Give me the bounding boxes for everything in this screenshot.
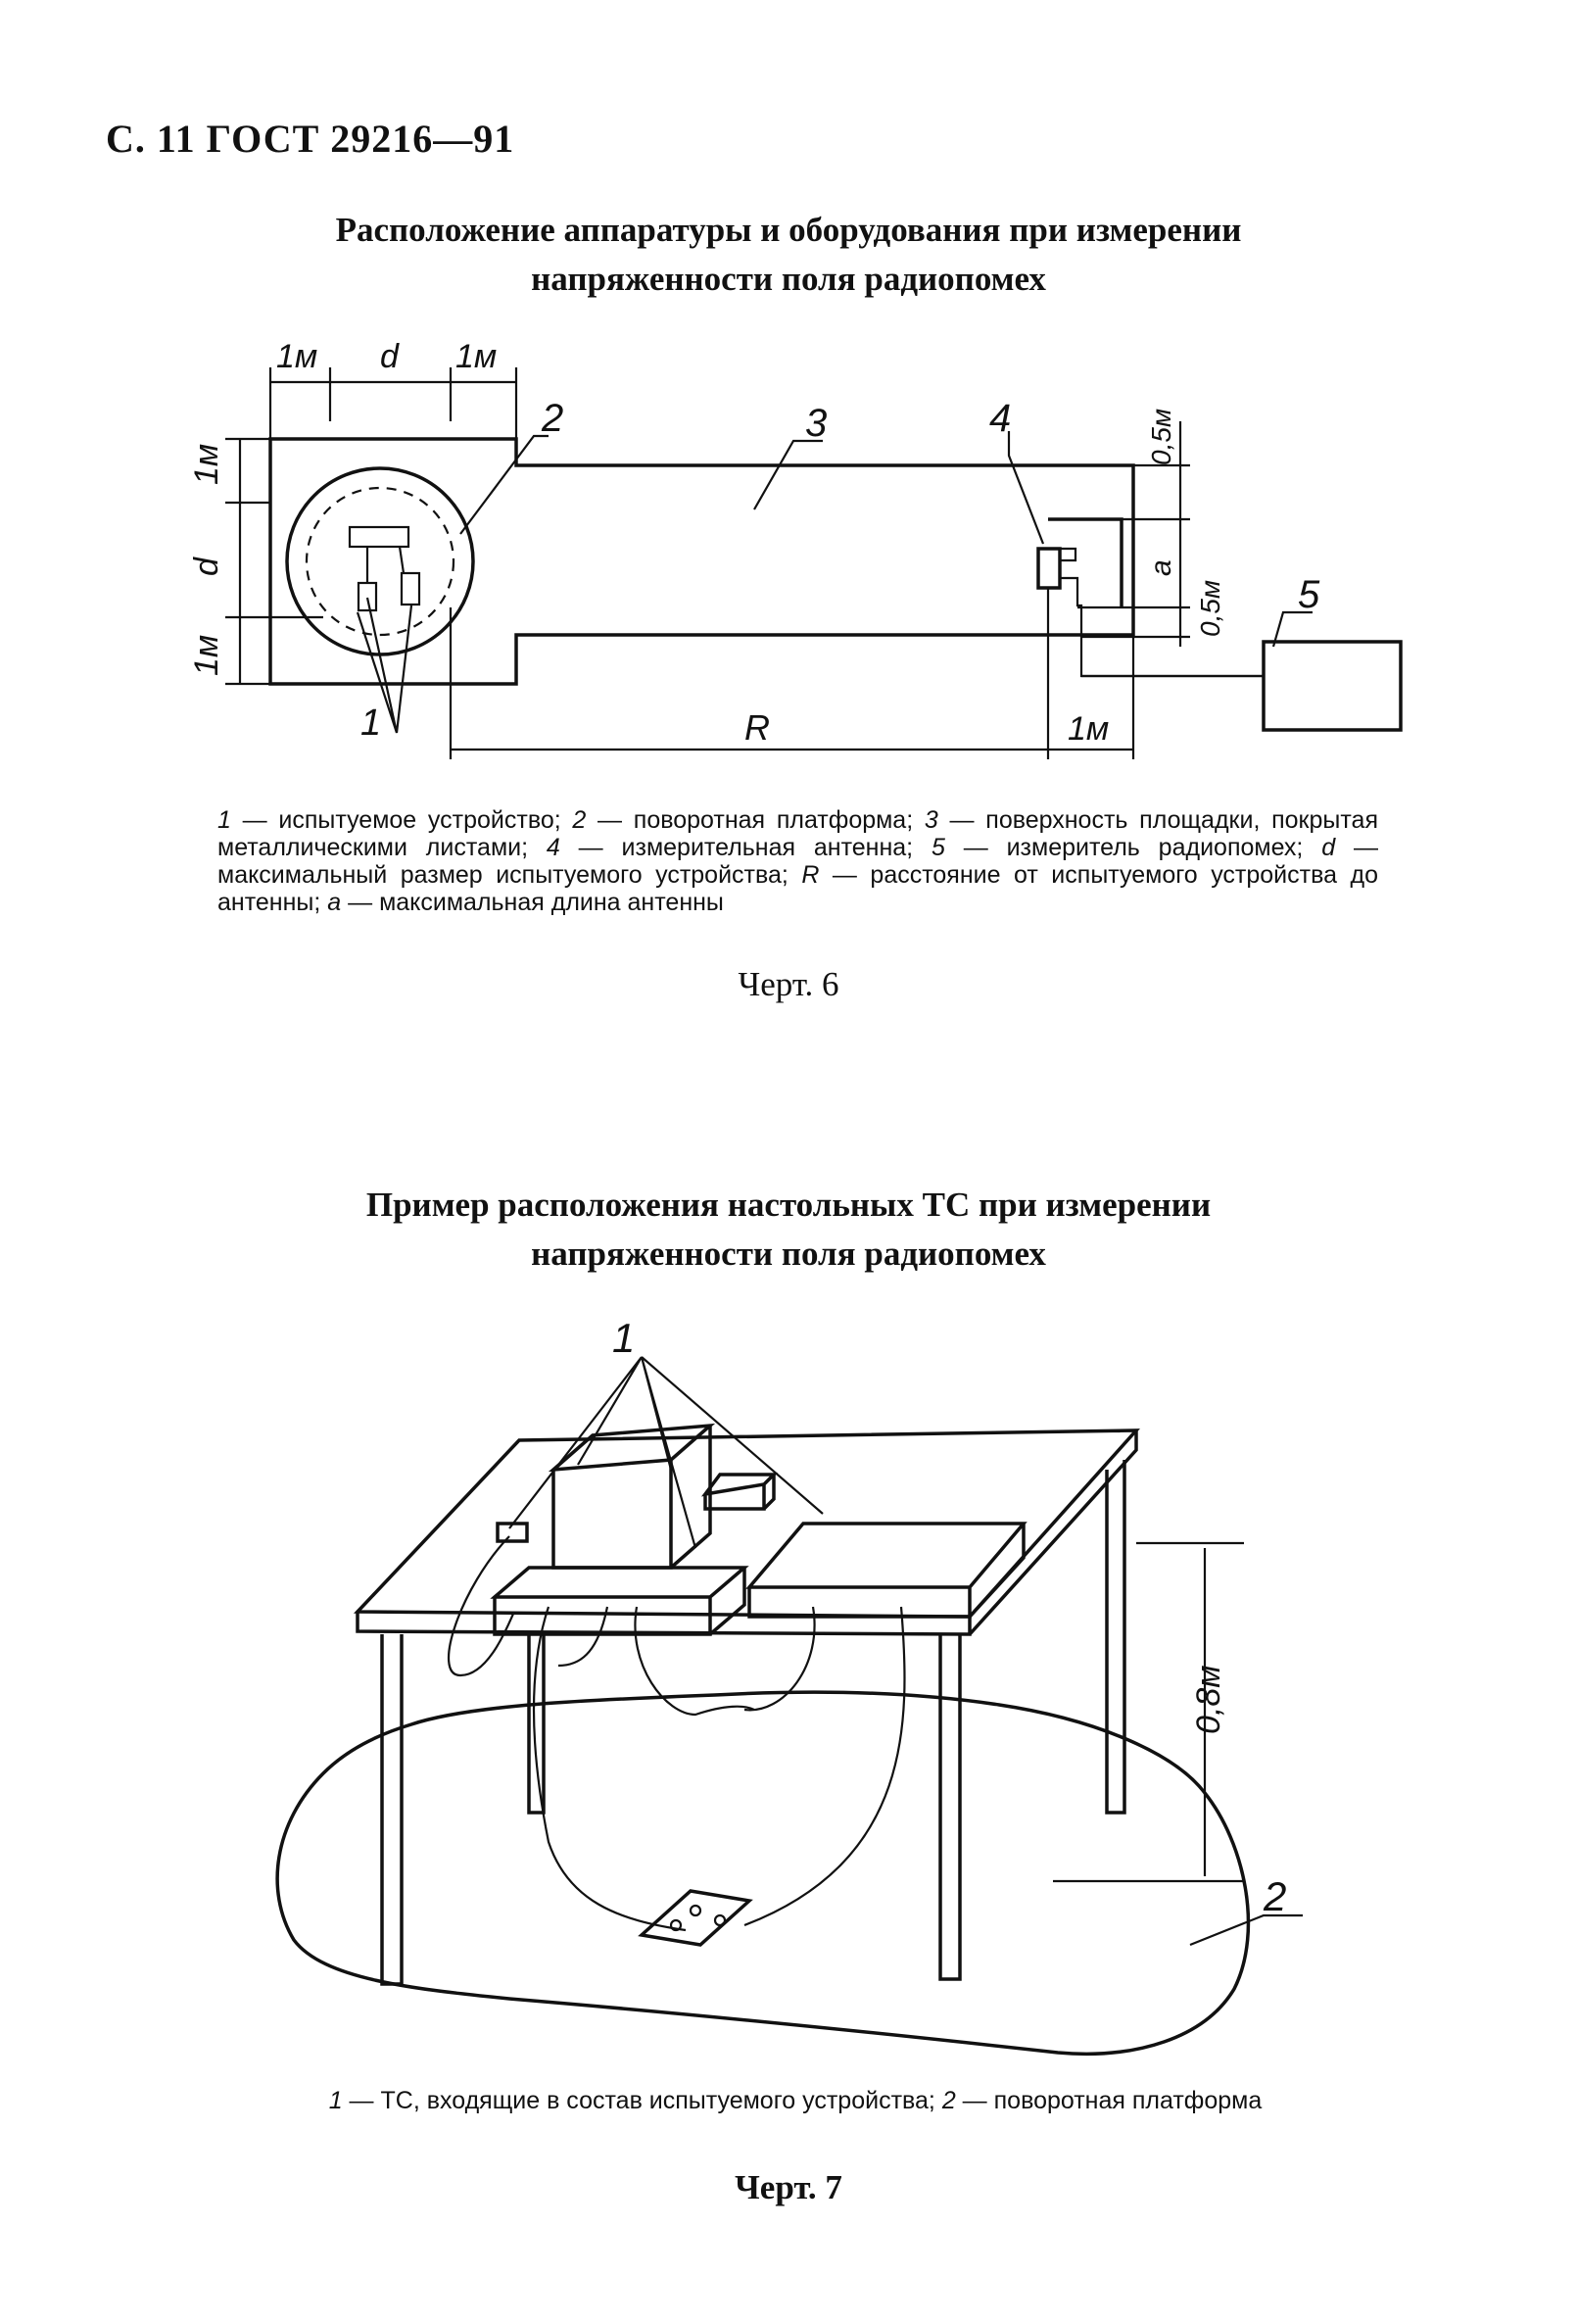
flat-unit: [745, 1522, 1027, 1619]
caption6-t5: — измеритель радиопомех;: [944, 834, 1322, 861]
cable-6: [743, 1606, 906, 1927]
figure6-title-line2: напряженности поля радиопомех: [531, 260, 1046, 298]
caption7-n1: 1: [328, 2087, 343, 2114]
callout-5: 5: [1298, 573, 1320, 616]
table-leg-front-left: [380, 1634, 404, 1986]
receiver-box: [1262, 640, 1403, 732]
dim-right-a: a: [1145, 559, 1177, 576]
dim-left-mid: d: [188, 557, 225, 576]
dim-top-right: 1м: [455, 338, 497, 375]
caption6-n1: 1: [217, 806, 231, 834]
cable-4: [634, 1606, 755, 1717]
caption6-t3: — поверхность площадки, покрытая металли…: [217, 806, 1378, 861]
dim-right-bottom: 0,5м: [1195, 580, 1225, 637]
dim-bottom-right: 1м: [1068, 710, 1109, 748]
caption6-tR: — расстояние от испытуемого устройства д…: [217, 861, 1378, 916]
caption7-t2: — поворотная платформа: [955, 2087, 1263, 2114]
caption6-ta: — максимальная длина антенны: [341, 889, 724, 916]
page-header: С. 11 ГОСТ 29216—91: [106, 117, 515, 161]
caption6-n5: 5: [931, 834, 945, 861]
dim-top-mid: d: [380, 338, 400, 375]
table-leg-back-right: [1105, 1460, 1126, 1815]
dim-left-top: 1м: [188, 444, 225, 485]
cable-3: [557, 1606, 609, 1668]
small-device: [700, 1473, 779, 1511]
height-label: 0,8м: [1190, 1665, 1227, 1734]
dim-bottom-R: R: [744, 707, 770, 748]
caption7-t1: — ТС, входящие в состав испытуемого устр…: [342, 2087, 942, 2114]
eut-unit-right: [400, 571, 421, 606]
table-leg-back-left: [527, 1634, 546, 1815]
callout-2: 2: [541, 397, 563, 440]
caption6-td: — максимальный размер испытуемого устрой…: [217, 834, 1378, 889]
caption7-n2: 2: [941, 2087, 956, 2114]
eut-unit-top: [348, 525, 410, 549]
figure6-label: Черт. 6: [738, 965, 839, 1003]
table-leg-front-right: [938, 1634, 962, 1981]
turntable-inner-circle: [305, 486, 455, 637]
figure7-label: Черт. 7: [735, 2168, 842, 2206]
caption6-t1: — испытуемое устройство;: [230, 806, 573, 834]
callout-3: 3: [805, 402, 827, 445]
cable-2: [532, 1606, 687, 1932]
cable-5: [743, 1606, 816, 1712]
caption6-na: a: [327, 889, 342, 916]
callout-4: 4: [989, 397, 1011, 440]
figure7-caption: 1 — ТС, входящие в состав испытуемого ус…: [257, 2087, 1334, 2114]
caption6-t2: — поворотная платформа;: [586, 806, 925, 834]
caption6-n4: 4: [546, 834, 560, 861]
dim-top-left: 1м: [276, 338, 317, 375]
caption6-t4: — измерительная антенна;: [559, 834, 932, 861]
dim-right-top: 0,5м: [1146, 409, 1176, 465]
figure7-title-line1: Пример расположения настольных ТС при из…: [365, 1186, 1212, 1224]
monitor-box: [548, 1423, 716, 1570]
base-unit: [490, 1566, 749, 1636]
cable-1: [447, 1535, 515, 1677]
caption6-nR: R: [801, 861, 820, 889]
figure7-title-line2: напряженности поля радиопомех: [531, 1235, 1046, 1273]
caption6-n3: 3: [924, 806, 938, 834]
power-outlet-icon: [638, 1889, 753, 1947]
figure6-title-line1: Расположение аппаратуры и оборудования п…: [335, 211, 1242, 249]
dim-left-bottom: 1м: [188, 635, 225, 676]
fig7-callout-1: 1: [612, 1315, 635, 1361]
figure6-caption: 1 — испытуемое устройство; 2 — поворотна…: [217, 806, 1378, 916]
caption6-n2: 2: [572, 806, 587, 834]
callout-1: 1: [360, 702, 381, 744]
caption6-nd: d: [1321, 834, 1336, 861]
fig7-callout-2: 2: [1263, 1873, 1286, 1919]
figure6-diagram: 1м d 1м 1м d 1м R 1м 0,5м a 0,5м 1 2 3 4…: [188, 338, 1403, 759]
turntable-platform: [275, 1690, 1251, 2057]
